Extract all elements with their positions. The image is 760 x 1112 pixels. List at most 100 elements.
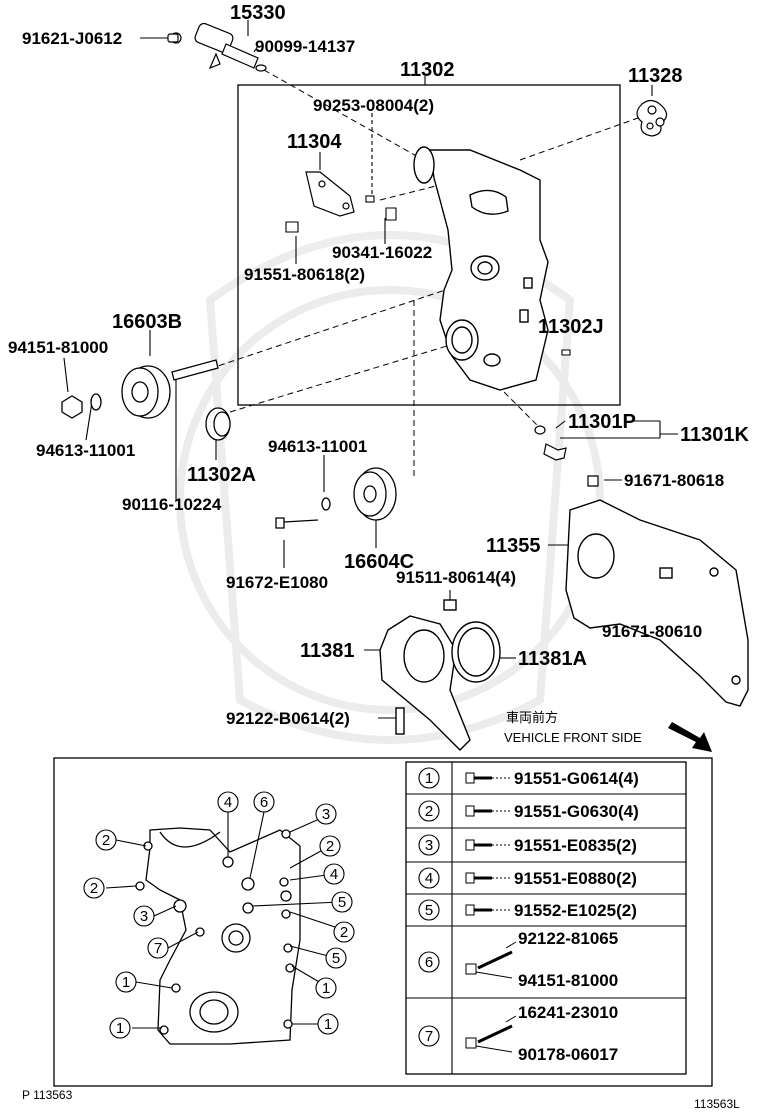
row-key-circle: [418, 800, 440, 822]
row-key: 2: [425, 803, 433, 820]
bolt-icon: [465, 872, 475, 884]
label-15330: 15330: [230, 2, 286, 24]
callout-5b: 5: [332, 950, 340, 967]
row-key: 5: [425, 902, 433, 919]
row-key-circle: [418, 1025, 440, 1047]
leader: [505, 1015, 517, 1023]
row-key-circle: [418, 767, 440, 789]
bolt-icon: [465, 904, 475, 916]
callout-3a: 3: [322, 806, 330, 823]
leader: [475, 1045, 513, 1053]
label-16604c: 16604C: [344, 551, 414, 573]
label-94151a: 94151-81000: [8, 338, 108, 357]
row-key-circle: [418, 951, 440, 973]
idler-pulley-16603b: [61, 359, 219, 419]
label-11302j: 11302J: [538, 316, 604, 338]
nut-part-number: 90178-06017: [518, 1045, 618, 1064]
bolt-part-number: 91551-G0630(4): [514, 802, 639, 821]
footer-left: P 113563: [22, 1088, 73, 1102]
bolt-part-number: 91551-E0835(2): [514, 836, 637, 855]
label-11302: 11302: [400, 59, 455, 81]
bolt-icon: [465, 772, 475, 784]
callout-1a: 1: [122, 974, 130, 991]
bolt-part-number: 91551-G0614(4): [514, 769, 639, 788]
label-front-jp: 車両前方: [506, 710, 558, 725]
label-90099: 90099-14137: [255, 37, 355, 56]
bolt-part-number: 91552-E1025(2): [514, 901, 637, 920]
callout-4a: 4: [224, 794, 232, 811]
bolt-row-2: 2 91551-G0630(4): [418, 800, 639, 822]
label-91671b: 91671-80610: [602, 622, 702, 641]
oil-seal-11302a: [205, 407, 231, 441]
callout-2c: 2: [90, 880, 98, 897]
callout-3b: 3: [140, 908, 148, 925]
detail-callout-numbers: 4 6 3 2 2 2 4 3 5 2 7 5 1 1 1 1: [90, 794, 348, 1037]
bolt-part-number: 91551-E0880(2): [514, 869, 637, 888]
label-front-en: VEHICLE FRONT SIDE: [504, 730, 642, 745]
bolt-row-1: 1 91551-G0614(4): [418, 767, 639, 789]
label-90341: 90341-16022: [332, 243, 432, 262]
stud-part-number: 16241-23010: [518, 1003, 618, 1022]
label-91511: 91511-80614(4): [396, 568, 516, 587]
row-key: 3: [425, 837, 433, 854]
label-94613a: 94613-11001: [36, 441, 135, 460]
label-11381a: 11381A: [518, 648, 587, 670]
row-key-circle: [418, 834, 440, 856]
stud-part-number: 92122-81065: [518, 929, 618, 948]
label-16603b: 16603B: [112, 311, 182, 333]
bolt-icon: [465, 839, 475, 851]
nut-icon: [465, 963, 477, 975]
gasket-11328: [636, 99, 668, 137]
leader: [505, 941, 517, 949]
callout-2a: 2: [102, 832, 110, 849]
detail-callouts: [83, 791, 355, 1039]
bolt-row-6: 6 92122-81065 94151-81000: [418, 929, 618, 990]
label-91621: 91621-J0612: [22, 29, 122, 48]
row-key: 1: [425, 770, 433, 787]
stud-icon: [477, 950, 513, 970]
nut-part-number: 94151-81000: [518, 971, 618, 990]
callout-6: 6: [260, 794, 268, 811]
part-labels: 15330 91621-J0612 90099-14137 11302 1132…: [8, 2, 750, 745]
callout-1c: 1: [116, 1020, 124, 1037]
row-key: 7: [425, 1028, 433, 1045]
bolt-row-7: 7 16241-23010 90178-06017: [418, 1003, 618, 1064]
cover-assembly-box: [237, 84, 621, 406]
label-11301p: 11301P: [568, 411, 636, 433]
label-90116: 90116-10224: [122, 495, 222, 514]
callout-1b: 1: [322, 980, 330, 997]
callout-2b: 2: [326, 838, 334, 855]
cover-bolts: [285, 195, 571, 356]
bolt-icon: [465, 805, 475, 817]
row-key-circle: [418, 867, 440, 889]
callout-1d: 1: [324, 1016, 332, 1033]
end-plate-11355: [565, 499, 749, 707]
seal-retainer-11381: [379, 599, 501, 751]
label-11301k: 11301K: [680, 424, 750, 446]
callout-7: 7: [154, 940, 162, 957]
label-91551a: 91551-80618(2): [244, 265, 365, 284]
stud-icon: [477, 1024, 513, 1044]
label-90253: 90253-08004(2): [313, 96, 434, 115]
row-key-circle: [418, 899, 440, 921]
label-91671a: 91671-80618: [624, 471, 724, 490]
row-key: 6: [425, 954, 433, 971]
bolt-detail-box: [53, 757, 713, 1087]
label-11304: 11304: [287, 131, 342, 153]
bolt-table: 1 91551-G0614(4) 2 91551-G0630(4) 3 91551-E08…: [405, 761, 687, 1075]
label-11355: 11355: [486, 535, 541, 557]
label-11302a: 11302A: [187, 464, 256, 486]
label-91672: 91672-E1080: [226, 573, 328, 592]
callout-5a: 5: [338, 894, 346, 911]
label-11381: 11381: [300, 640, 355, 662]
callout-2d: 2: [340, 924, 348, 941]
oil-control-valve: [167, 22, 267, 72]
bracket-11304: [305, 171, 355, 217]
bolt-row-3: 3 91551-E0835(2): [418, 834, 637, 856]
leader: [475, 971, 513, 979]
vehicle-front-arrow-icon: [668, 722, 712, 752]
cover-detail-drawing: [135, 827, 301, 1045]
